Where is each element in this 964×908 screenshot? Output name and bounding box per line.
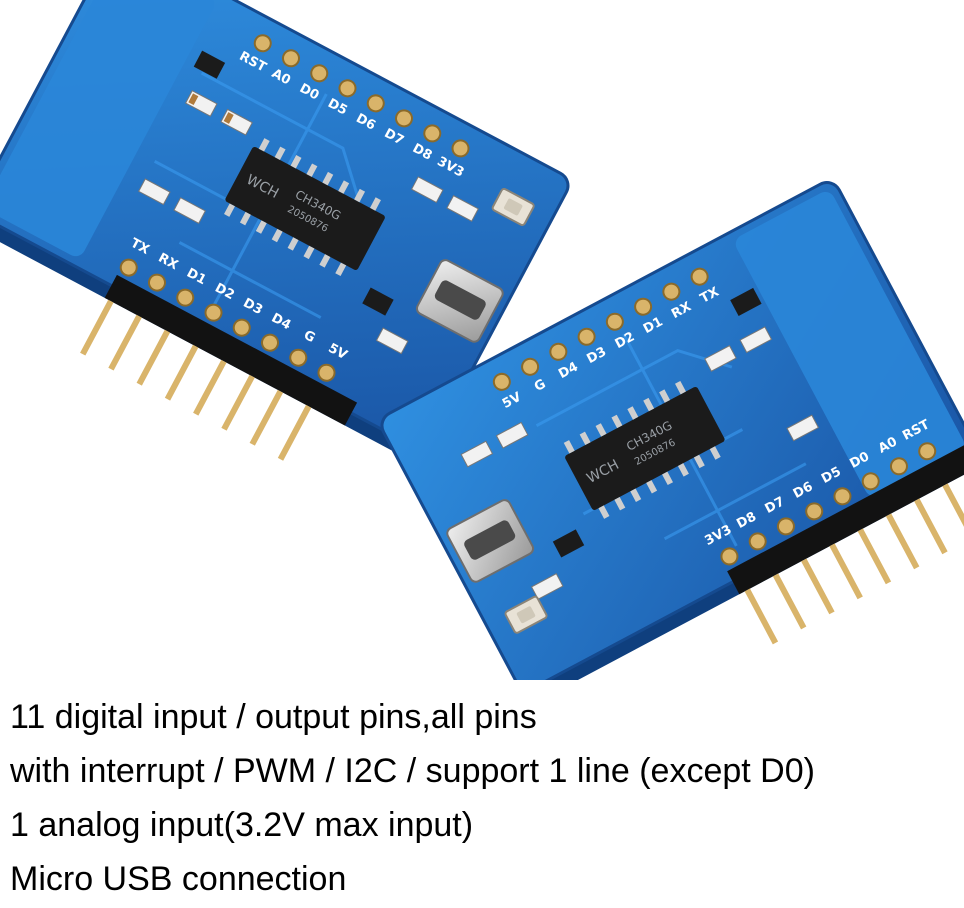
caption-line-interrupt: with interrupt / PWM / I2C / support 1 l… [10, 752, 815, 790]
smd-components [460, 287, 820, 600]
caption-line-digital-pins: 11 digital input / output pins,all pins [10, 698, 537, 736]
usb-serial-chip: WCH CH340G 2050876 [224, 138, 385, 277]
reset-button-icon [491, 187, 535, 226]
pcb-board-back: TX RX D1 D2 D3 D4 G 5V [380, 181, 964, 680]
product-photo: RST A0 D0 D5 D6 D7 D8 3V3 [0, 0, 964, 680]
pin-header-bottom-back: RST A0 D0 D5 D6 D7 D8 3V3 [702, 417, 964, 645]
reset-button-icon [504, 595, 548, 634]
pin-header-bottom: TX RX D1 D2 D3 D4 G 5V [80, 236, 358, 461]
pcb-board-front: RST A0 D0 D5 D6 D7 D8 3V3 [0, 0, 570, 461]
smd-components [138, 50, 479, 355]
caption-line-usb: Micro USB connection [10, 860, 347, 898]
usb-serial-chip: WCH CH340G 2050876 [563, 380, 725, 519]
micro-usb-port-icon [415, 259, 504, 343]
feature-caption: 11 digital input / output pins,all pins … [10, 690, 954, 906]
micro-usb-port-icon [446, 499, 535, 583]
caption-line-analog: 1 analog input(3.2V max input) [10, 806, 474, 844]
